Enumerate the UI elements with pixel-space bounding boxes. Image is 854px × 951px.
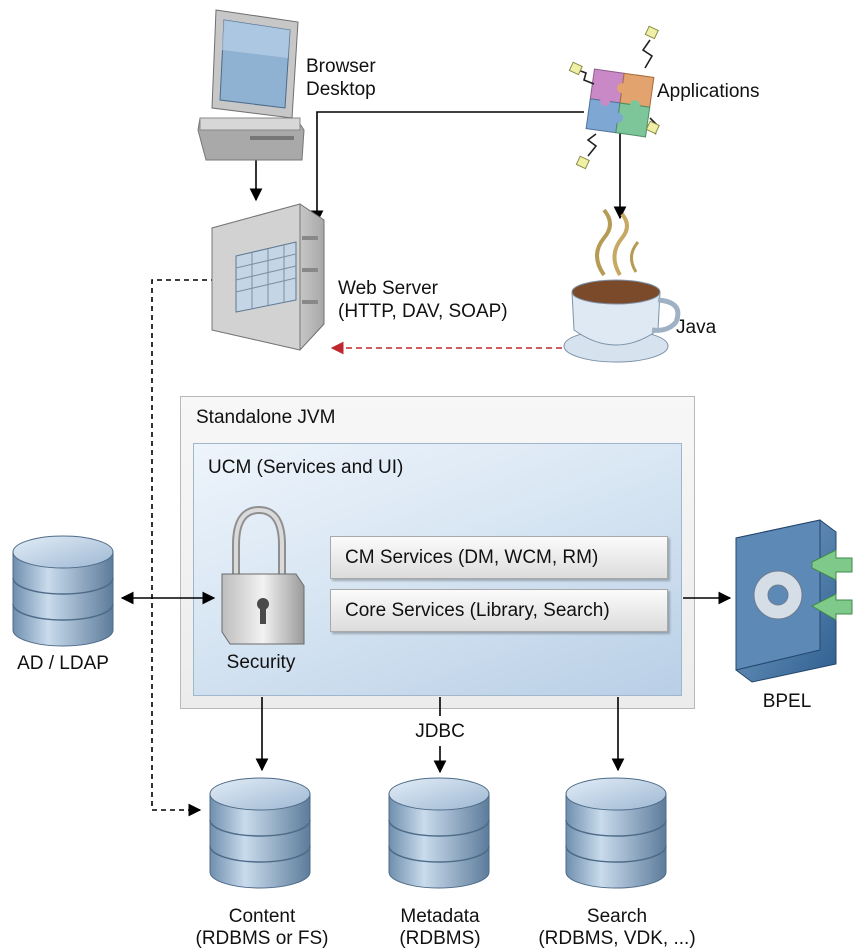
- content-label-line2: (RDBMS or FS): [195, 928, 329, 949]
- padlock-icon: [221, 505, 305, 645]
- bpel-label: BPEL: [762, 691, 812, 712]
- ldap-label: AD / LDAP: [17, 653, 109, 674]
- jvm-label: Standalone JVM: [196, 407, 336, 428]
- search-label-line1: Search: [586, 906, 648, 927]
- bpel-icon: [735, 519, 853, 683]
- jdbc-label: JDBC: [415, 721, 465, 742]
- content-label-line1: Content: [228, 906, 296, 927]
- arrow-applications-to-webserver: [310, 111, 584, 224]
- connectors: [120, 111, 732, 817]
- search-label-line2: (RDBMS, VDK, ...): [538, 928, 696, 949]
- web-server-icon: [211, 203, 325, 351]
- applications-puzzle-icon: [568, 25, 660, 170]
- ldap-database-icon: [12, 535, 114, 647]
- metadata-label-line2: (RDBMS): [399, 928, 481, 949]
- web-server-label-line2: (HTTP, DAV, SOAP): [338, 301, 508, 322]
- cm-services-box: CM Services (DM, WCM, RM): [330, 536, 668, 579]
- browser-label-line2: Desktop: [306, 79, 376, 100]
- applications-label: Applications: [657, 81, 760, 102]
- core-services-label: Core Services (Library, Search): [345, 600, 610, 621]
- content-database-icon: [209, 777, 311, 889]
- desktop-computer-icon: [197, 9, 305, 161]
- metadata-database-icon: [388, 777, 490, 889]
- java-cup-icon: [563, 208, 681, 363]
- search-database-icon: [565, 777, 667, 889]
- web-server-label-line1: Web Server: [338, 278, 438, 299]
- browser-label-line1: Browser: [306, 56, 376, 77]
- ucm-label: UCM (Services and UI): [208, 457, 404, 478]
- core-services-box: Core Services (Library, Search): [330, 589, 668, 632]
- metadata-label-line1: Metadata: [400, 906, 480, 927]
- java-label: Java: [676, 317, 717, 338]
- dashed-arrow-webserver-to-content: [151, 279, 216, 817]
- security-label: Security: [226, 652, 296, 673]
- cm-services-label: CM Services (DM, WCM, RM): [345, 547, 599, 568]
